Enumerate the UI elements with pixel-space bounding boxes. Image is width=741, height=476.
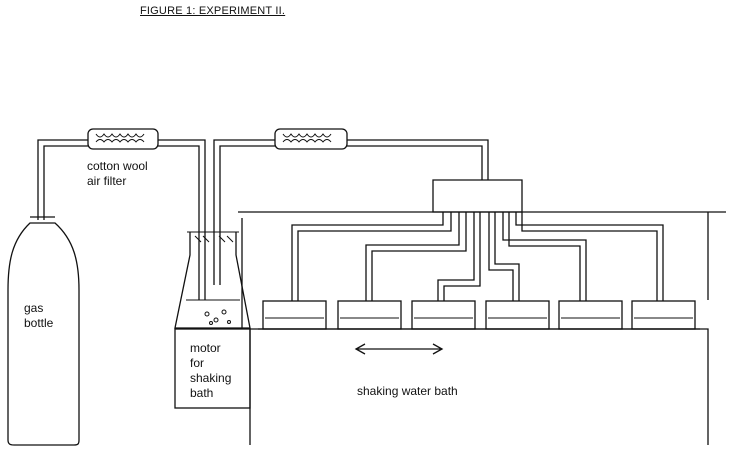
motor-label-line3: shaking [190,371,232,385]
filter-label-line1: cotton wool [87,159,148,173]
cotton-wool-filter-1 [87,128,159,150]
tube-filter-to-flask [158,139,206,300]
air-filter-2 [274,128,348,150]
motor-label-line4: bath [190,386,214,400]
gas-label-line2: bottle [24,316,54,330]
distribution-tubes [291,212,664,301]
manifold [432,179,523,213]
tube-filter2-to-manifold [347,139,489,180]
motor-label-line2: for [190,356,205,370]
shaking-direction-arrow [354,343,444,355]
bath-label: shaking water bath [357,384,458,398]
humidifier-flask [174,232,251,329]
shaking-water-bath [249,328,709,445]
gas-bottle [7,222,80,446]
culture-flasks [262,300,696,330]
filter-label-line2: air filter [87,174,127,188]
tube-gas-to-filter [37,139,88,220]
figure-title: FIGURE 1: EXPERIMENT II. [140,5,286,17]
tube-flask-to-filter2 [213,139,275,285]
gas-label-line1: gas [24,301,44,315]
motor-label-line1: motor [190,341,221,355]
